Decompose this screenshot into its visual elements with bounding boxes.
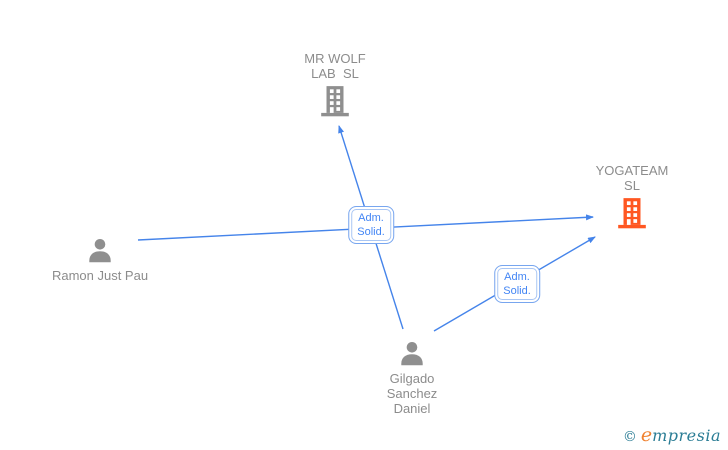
node-label-mr-wolf-lab-sl: MR WOLF LAB SL — [304, 51, 366, 81]
copyright-icon: © — [622, 429, 637, 445]
building-icon — [321, 86, 349, 117]
building-icon — [618, 198, 646, 229]
person-icon — [401, 342, 423, 366]
node-ramon-just-pau[interactable] — [85, 236, 115, 266]
node-mr-wolf-lab-sl[interactable] — [319, 84, 351, 118]
edge-label-adm-solid-1[interactable]: Adm. Solid. — [348, 206, 394, 244]
brand-name: mpresia — [652, 426, 721, 445]
edge-label-adm-solid-2[interactable]: Adm. Solid. — [494, 265, 540, 303]
node-gilgado-sanchez-daniel[interactable] — [397, 339, 427, 369]
node-label-yogateam-sl: YOGATEAM SL — [595, 163, 669, 193]
node-label-gilgado-sanchez-daniel: Gilgado Sanchez Daniel — [386, 371, 438, 416]
node-yogateam-sl[interactable] — [616, 196, 648, 230]
node-label-ramon-just-pau: Ramon Just Pau — [51, 268, 149, 283]
person-icon — [89, 239, 111, 263]
brand-initial: e — [640, 424, 653, 446]
watermark-logo: ©empresia — [623, 424, 721, 446]
